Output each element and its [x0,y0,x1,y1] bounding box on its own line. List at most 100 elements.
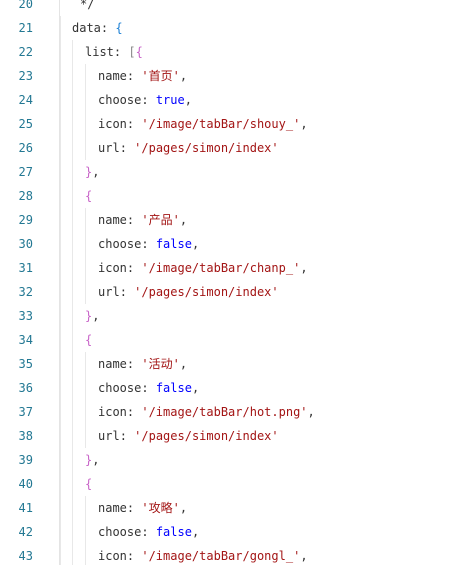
indent-guide [72,232,73,256]
code-text: name: '攻略', [98,496,187,520]
code-token: : [126,549,142,563]
code-token: , [300,261,308,275]
code-line[interactable]: 40{ [0,472,462,496]
line-number: 21 [18,21,33,35]
code-token: url [98,429,120,443]
indent-guide [85,256,86,280]
code-line[interactable]: 34{ [0,328,462,352]
code-token: '/image/tabBar/hot.png' [141,405,308,419]
code-token: '/pages/simon/index' [134,285,279,299]
line-number: 24 [18,93,33,107]
line-number: 42 [18,525,33,539]
code-line[interactable]: 31 icon: '/image/tabBar/chanp_', [0,256,462,280]
indent-guide [72,280,73,304]
code-text: choose: true, [98,88,192,112]
code-token: '/pages/simon/index' [134,429,279,443]
code-token: , [92,309,100,323]
indent-guide [72,448,73,472]
code-token: : [141,93,156,107]
code-token: '/image/tabBar/chanp_' [141,261,301,275]
code-line[interactable]: 20*/ [0,0,462,16]
indent-guide [60,160,61,184]
code-token: name [98,357,127,371]
code-token: : [126,405,142,419]
code-line[interactable]: 21 data: { [0,16,462,40]
code-token: } [85,309,93,323]
code-text: choose: false, [98,376,199,400]
code-line[interactable]: 24 choose: true, [0,88,462,112]
gutter-separator [59,0,60,565]
code-line[interactable]: 28{ [0,184,462,208]
code-line[interactable]: 27}, [0,160,462,184]
code-token: } [85,453,93,467]
line-number: 34 [18,333,33,347]
indent-guide [60,280,61,304]
code-text: data: { [72,16,123,40]
indent-guide [85,376,86,400]
line-number: 31 [18,261,33,275]
code-token: data [72,21,101,35]
indent-guide [85,280,86,304]
code-token: : [141,525,156,539]
code-token: false [155,381,192,395]
indent-guide [72,208,73,232]
indent-guide [72,328,73,352]
line-number: 38 [18,429,33,443]
code-token: , [184,93,192,107]
code-text: { [85,184,92,208]
indent-guide [72,496,73,520]
line-number: 33 [18,309,33,323]
code-token: : [119,141,135,155]
code-line[interactable]: 26 url: '/pages/simon/index' [0,136,462,160]
code-text: url: '/pages/simon/index' [98,136,279,160]
code-text: }, [85,160,99,184]
code-token: name [98,213,127,227]
indent-guide [72,40,73,64]
code-token: : [141,381,156,395]
code-line[interactable]: 39}, [0,448,462,472]
indent-guide [85,88,86,112]
indent-guide [72,472,73,496]
code-token: url [98,141,120,155]
line-number: 30 [18,237,33,251]
code-token: { [115,21,123,35]
code-token: '产品' [141,213,180,227]
code-token: , [307,405,315,419]
code-token: : [126,357,142,371]
indent-guide [60,424,61,448]
indent-guide [60,136,61,160]
code-token: choose [98,237,142,251]
code-text: icon: '/image/tabBar/chanp_', [98,256,308,280]
indent-guide [85,232,86,256]
indent-guide [60,328,61,352]
line-number: 37 [18,405,33,419]
code-text: icon: '/image/tabBar/gongl_', [98,544,308,565]
indent-guide [72,256,73,280]
line-number: 39 [18,453,33,467]
indent-guide [85,400,86,424]
code-token: name [98,501,127,515]
indent-guide [72,400,73,424]
indent-guide [60,544,61,565]
code-token: , [300,117,308,131]
line-number: 22 [18,45,33,59]
code-text: name: '首页', [98,64,187,88]
code-line[interactable]: 33}, [0,304,462,328]
code-token: : [119,285,135,299]
line-number: 29 [18,213,33,227]
line-number: 26 [18,141,33,155]
